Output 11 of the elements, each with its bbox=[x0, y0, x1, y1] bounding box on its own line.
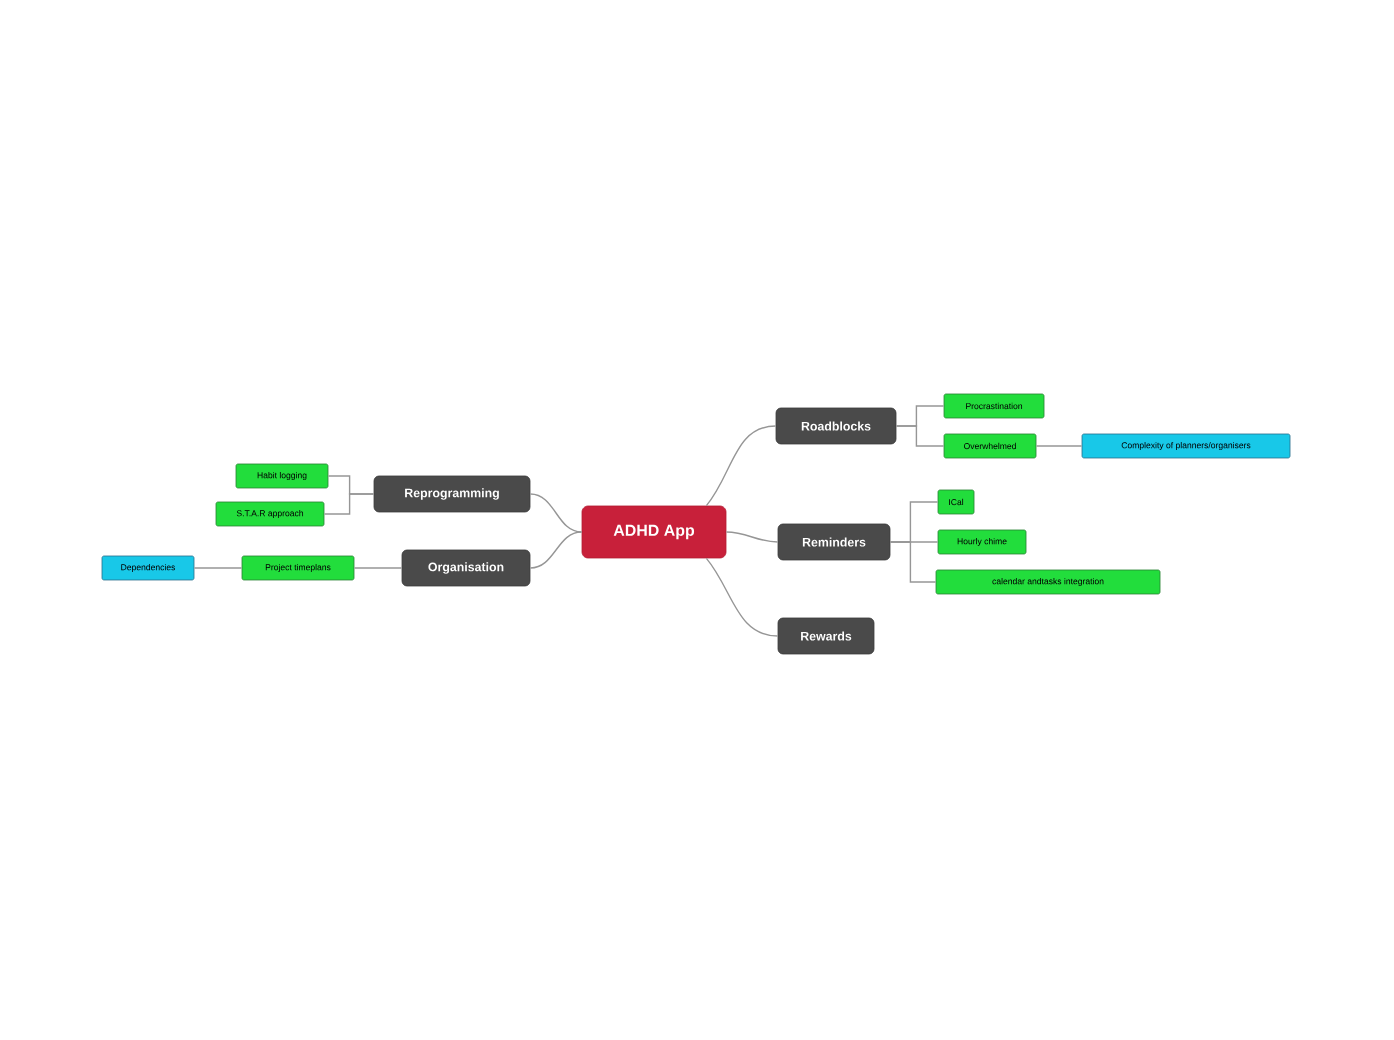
connector-line bbox=[193, 567, 243, 569]
connector-line bbox=[705, 557, 779, 637]
connector-line bbox=[725, 531, 779, 543]
connector-line bbox=[1035, 445, 1083, 447]
connector-line bbox=[895, 425, 945, 447]
connector-line bbox=[529, 493, 583, 533]
connector-line bbox=[889, 541, 937, 583]
connector-line bbox=[353, 567, 403, 569]
connector-line bbox=[323, 493, 375, 515]
connector-line bbox=[705, 425, 777, 507]
connector-line bbox=[529, 531, 583, 569]
